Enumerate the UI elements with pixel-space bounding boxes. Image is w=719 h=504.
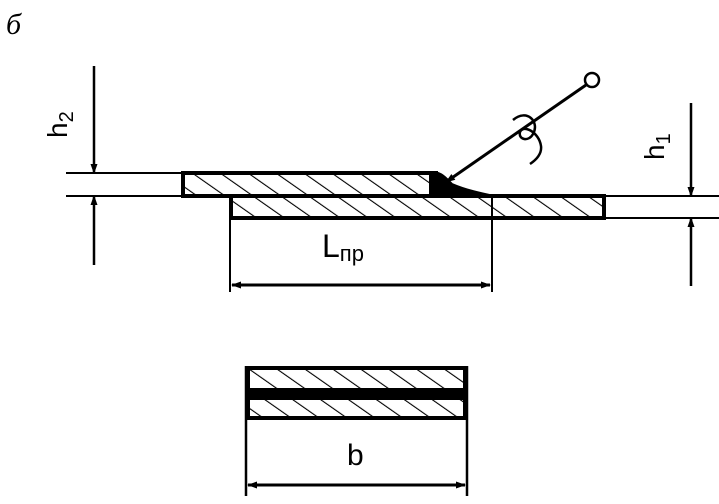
upper-plate: [181, 171, 438, 198]
h2-label: h2: [42, 111, 78, 138]
b-label: b: [347, 439, 364, 472]
h1-label: h1: [639, 133, 675, 160]
lpr-label: Lпр: [322, 228, 364, 266]
cross-section: [244, 366, 469, 496]
figure-label: б: [6, 8, 22, 41]
electrode-icon: [445, 71, 601, 184]
arc-curl-icon: [512, 114, 543, 166]
lower-plate: [229, 194, 606, 220]
weld-bead: [429, 171, 495, 197]
